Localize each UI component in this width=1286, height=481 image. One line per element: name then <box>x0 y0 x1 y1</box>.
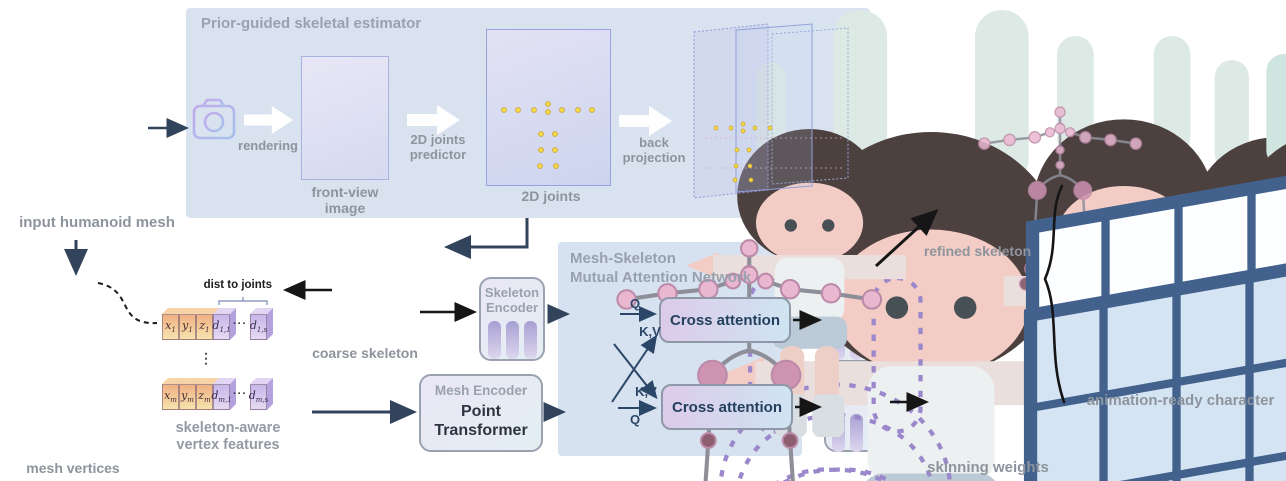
vertex-callout-curve <box>97 282 158 325</box>
feature-vdots: ⋮ <box>199 350 213 366</box>
kv-top-label: K,V <box>639 324 661 339</box>
joints2d-frame <box>486 29 611 186</box>
q-top-label: Q <box>629 296 641 311</box>
output-brace <box>1043 184 1066 404</box>
joints2d-character <box>501 36 1277 481</box>
front-view-frame <box>301 56 389 180</box>
dist-bracket <box>218 297 268 305</box>
feature-ellipsis: ··· <box>233 388 247 400</box>
backprojection-planes <box>693 23 1286 481</box>
joints2d-label: 2D joints <box>521 188 581 204</box>
joints2d-markers <box>501 101 595 169</box>
mesh-encoder-label: Mesh Encoder <box>434 383 528 398</box>
estimator-panel-title: Prior-guided skeletal estimator <box>201 15 422 32</box>
mesh-vertices-label: mesh vertices <box>26 460 120 476</box>
feature-cube: dm,1 <box>211 378 236 410</box>
rendering-label: rendering <box>238 138 298 153</box>
feature-cube: dm,s <box>249 378 273 410</box>
point-transformer-label-1: Point <box>461 402 501 420</box>
kv-bottom-label: K,V <box>635 384 657 399</box>
refined-skeleton-label: refined skeleton <box>923 243 1032 259</box>
front-view-label: front-view image <box>311 184 379 217</box>
animation-ready-label: animation-ready character <box>1086 392 1275 409</box>
mesh-encoder-box: Mesh Encoder Point Transformer <box>419 374 543 452</box>
input-mesh-label: input humanoid mesh <box>19 214 175 231</box>
skinning-weights-label: skinning weights <box>927 459 1049 476</box>
flow-arrows-slate <box>64 118 570 424</box>
cross-attention-top-label: Cross attention <box>669 311 780 329</box>
q-bottom-label: Q <box>629 412 641 427</box>
backprojection-character-joints <box>713 60 1286 481</box>
feature-cube: d1,1 <box>212 308 236 340</box>
skeleton-encoder-box: Skeleton Encoder <box>479 277 545 361</box>
feature-ellipsis: ··· <box>233 318 247 330</box>
dist-to-joints-label: dist to joints <box>203 279 272 291</box>
skeleton-encoder-label-2: Encoder <box>485 299 538 315</box>
cross-attention-top: Cross attention <box>659 297 791 343</box>
cross-attention-bottom: Cross attention <box>661 384 793 430</box>
cross-attention-bottom-label: Cross attention <box>671 398 782 416</box>
encoder-bars-icon <box>481 320 543 359</box>
point-transformer-label-2: Transformer <box>434 421 528 439</box>
skeleton-encoder-label-1: Skeleton <box>484 285 540 300</box>
backprojection-arrow-icon <box>619 106 672 136</box>
rendering-arrow-icon <box>244 106 294 134</box>
flow-arrows-black <box>283 208 939 417</box>
predictor-arrow-icon <box>407 105 460 135</box>
feature-cube: d1,s <box>250 308 273 340</box>
attention-arrows <box>611 306 658 416</box>
camera-icon <box>192 98 236 140</box>
coarse-skeleton-label: coarse skeleton <box>312 345 418 361</box>
